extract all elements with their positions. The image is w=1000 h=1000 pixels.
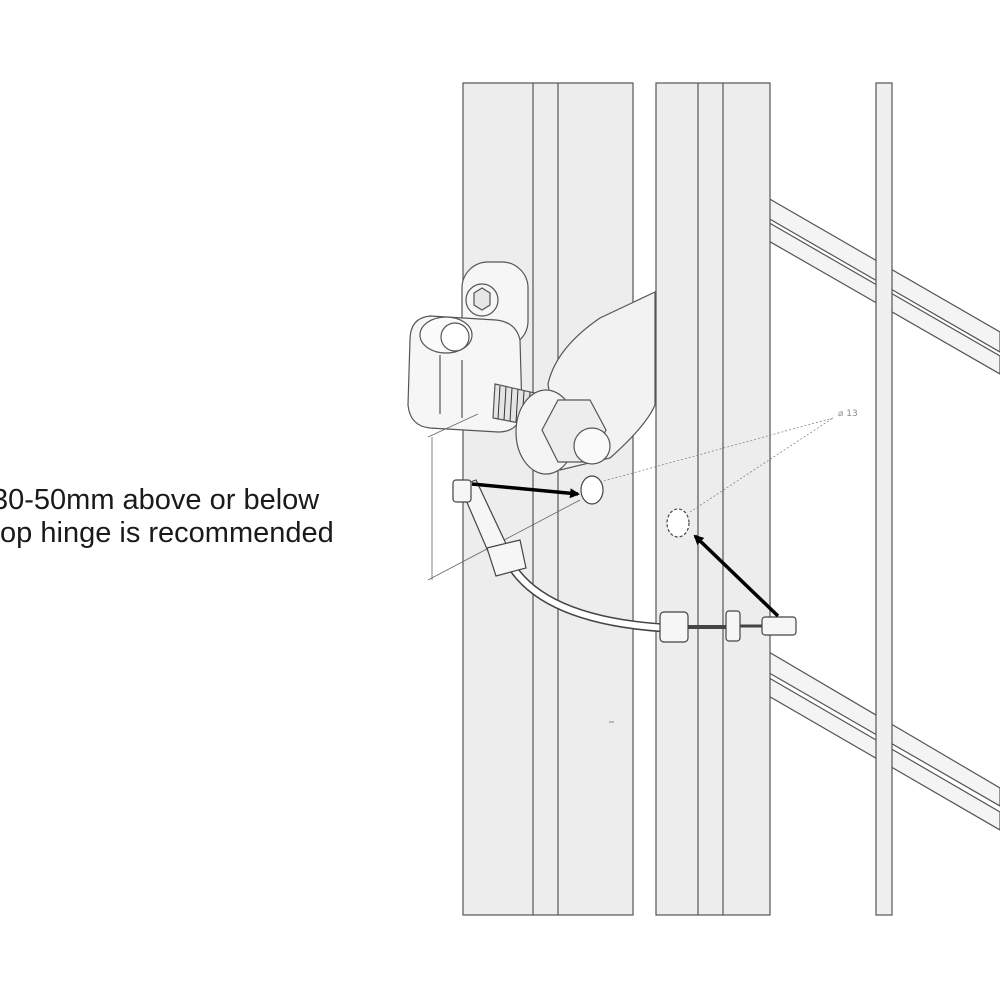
- thin-fence-post: [875, 82, 893, 916]
- leader-lines: [599, 417, 834, 513]
- drill-hole-icon: [666, 508, 690, 538]
- gate-post: [655, 82, 771, 916]
- sensor-cable-icon: [452, 479, 797, 643]
- hinge-position-note: 30-50mm above or below top hinge is reco…: [0, 484, 412, 550]
- note-line-1: 30-50mm above or below: [0, 484, 320, 516]
- arrow-to-gate-hole: [693, 534, 780, 618]
- note-line-2: top hinge is recommended: [0, 517, 334, 549]
- hole-diameter-label: ⌀ 13: [838, 409, 858, 419]
- arrow-to-post-hole: [471, 482, 580, 499]
- upper-rail-1: [729, 182, 1000, 353]
- hinge-bracket-icon: [407, 261, 529, 433]
- hinge-bolt-icon: [492, 383, 611, 475]
- fixed-post: [462, 82, 634, 916]
- drill-hole-icon: [580, 475, 604, 505]
- fence-rails: [722, 182, 1000, 831]
- lower-rail-1: [739, 641, 1000, 807]
